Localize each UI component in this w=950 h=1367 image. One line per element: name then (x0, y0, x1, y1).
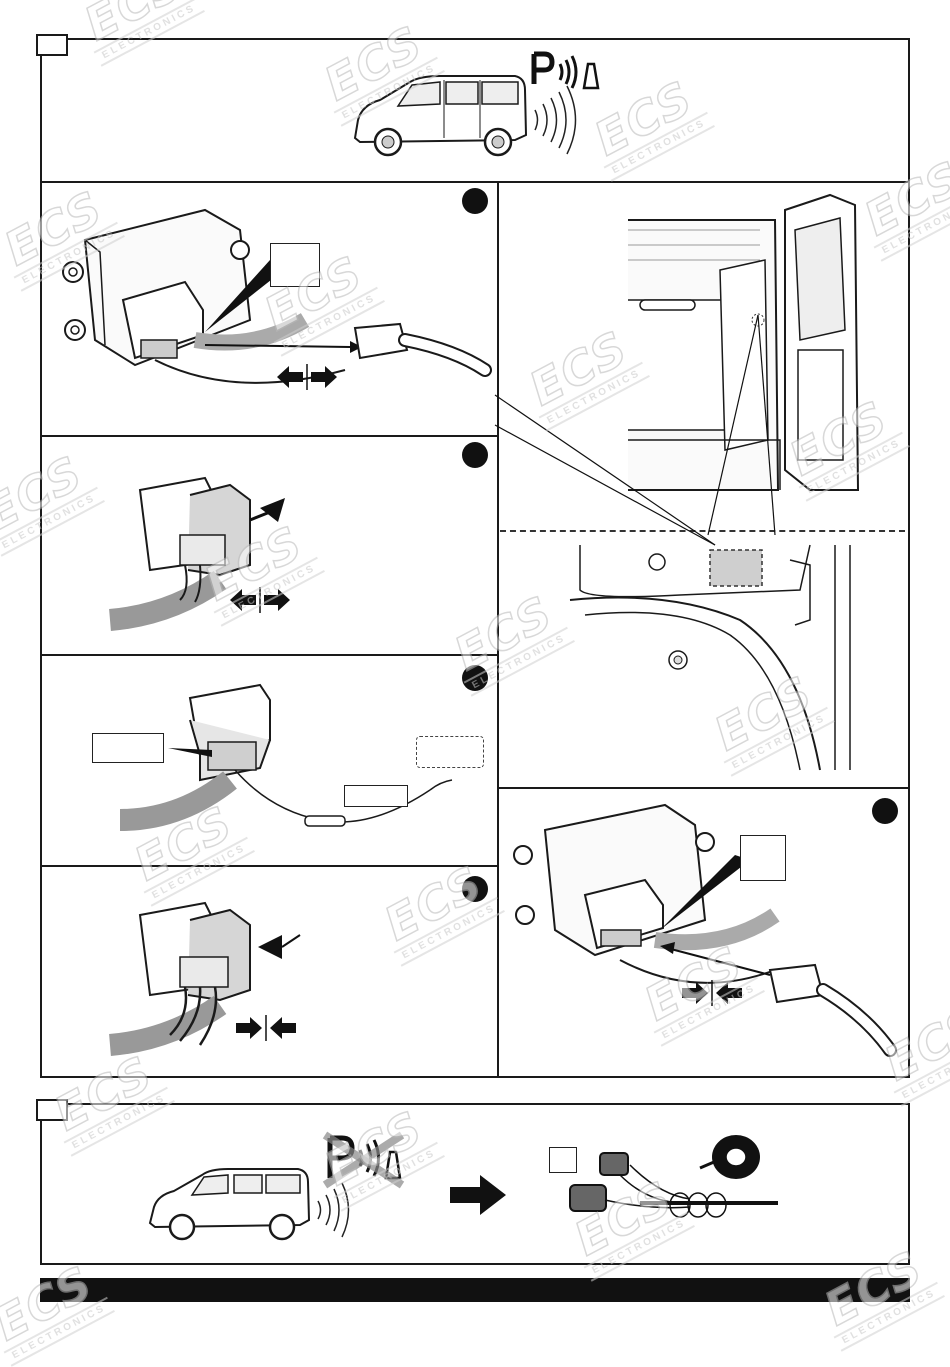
watermark-logo: ECS (0, 1254, 103, 1352)
header-divider (42, 181, 908, 183)
tape-roll-icon (699, 1135, 760, 1179)
connect-arrows-icon-2 (682, 980, 742, 1006)
right-divider (498, 787, 909, 789)
left-divider-3 (42, 865, 498, 867)
top-main-frame (40, 38, 910, 1078)
left-divider-2 (42, 654, 498, 656)
connector-lock-illustration (108, 901, 301, 1056)
wire-taping-illustration (569, 1152, 778, 1218)
dashed-separator (500, 530, 905, 532)
step-dot-2 (462, 442, 488, 468)
van-rear-interior-illustration (628, 193, 860, 491)
step-dot-3 (462, 665, 488, 691)
panel3-dashed-label (416, 736, 484, 768)
disconnect-arrows-icon-2 (230, 587, 290, 613)
parking-sensor-crossed-icon (322, 1131, 405, 1189)
step-dot-4 (462, 876, 488, 902)
watermark-subtext: ELECTRONICS (3, 1296, 115, 1367)
zoom-cone-lines (494, 314, 776, 546)
step-tab-1 (36, 34, 68, 56)
column-divider (497, 181, 499, 1078)
control-unit-illustration-2 (513, 803, 897, 1057)
step-dot-5 (872, 798, 898, 824)
panel1-label-box (270, 243, 320, 287)
wire-insertion-illustration (119, 683, 453, 831)
left-divider-1 (42, 435, 498, 437)
mounting-location-illustration (569, 544, 851, 771)
bottom-label-box (549, 1147, 577, 1173)
bottom-main-frame (40, 1103, 910, 1265)
panel5-label-box (740, 835, 786, 881)
panel3-label-right (344, 785, 408, 807)
connector-release-illustration (108, 476, 285, 631)
parking-sensor-icon (531, 51, 600, 90)
arrow-right-icon (450, 1175, 506, 1215)
control-unit-illustration-1 (62, 208, 492, 384)
connect-arrows-icon (236, 1015, 296, 1041)
panel3-label-left (92, 733, 164, 763)
header-van-illustration (353, 75, 577, 157)
step-dot-1 (462, 188, 488, 214)
step-tab-2 (36, 1099, 68, 1121)
footer-bar (40, 1278, 910, 1302)
bottom-van-illustration (148, 1168, 350, 1241)
disconnect-arrows-icon (277, 364, 337, 390)
